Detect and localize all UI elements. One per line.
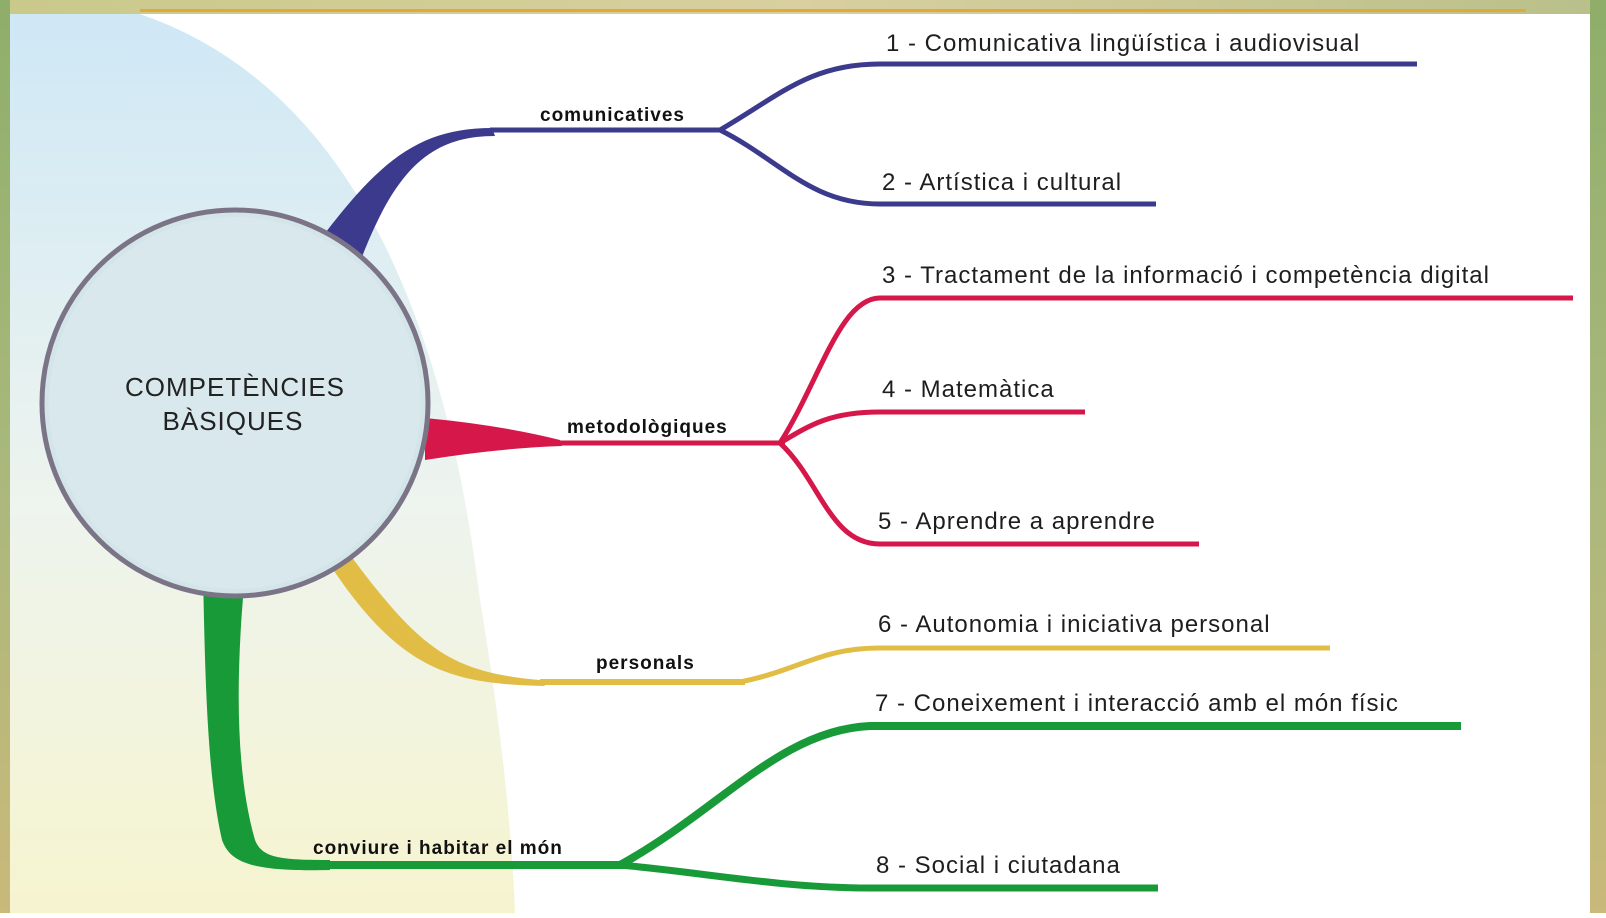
leaf-4-label: 4 - Matemàtica bbox=[882, 376, 1055, 403]
leaf-line-2 bbox=[718, 127, 1156, 207]
center-node: COMPETÈNCIES BÀSIQUES bbox=[39, 207, 431, 599]
center-title-line2: BÀSIQUES bbox=[163, 406, 304, 436]
branch-comunicatives: comunicatives 1 - Comunicativa lingüísti… bbox=[320, 30, 1417, 262]
right-decor-edge bbox=[1590, 0, 1606, 913]
top-orange-line bbox=[140, 9, 1526, 12]
leaf-line-6 bbox=[739, 645, 1330, 685]
leaf-line-5 bbox=[778, 441, 1199, 547]
leaf-1-label: 1 - Comunicativa lingüística i audiovisu… bbox=[886, 30, 1360, 57]
branch-label-comunicatives: comunicatives bbox=[540, 105, 685, 126]
branch-conviure: conviure i habitar el món 7 - Coneixemen… bbox=[203, 575, 1461, 892]
trunk-metodologiques bbox=[425, 418, 562, 460]
leaf-6-label: 6 - Autonomia i iniciativa personal bbox=[878, 611, 1271, 638]
leaf-line-8 bbox=[619, 861, 1158, 892]
leaf-3-label: 3 - Tractament de la informació i compet… bbox=[882, 262, 1490, 289]
leaf-8-label: 8 - Social i ciutadana bbox=[876, 852, 1121, 879]
branch-personals: personals 6 - Autonomia i iniciativa per… bbox=[330, 548, 1330, 686]
branch-metodologiques: metodològiques 3 - Tractament de la info… bbox=[425, 262, 1573, 547]
branch-label-conviure: conviure i habitar el món bbox=[313, 838, 563, 859]
leaf-line-7 bbox=[618, 722, 1461, 869]
center-title-line1: COMPETÈNCIES bbox=[125, 372, 345, 402]
leaf-line-3 bbox=[777, 295, 1573, 445]
branch-label-personals: personals bbox=[596, 653, 695, 674]
leaf-5-label: 5 - Aprendre a aprendre bbox=[878, 508, 1156, 535]
leaf-2-label: 2 - Artística i cultural bbox=[882, 169, 1122, 196]
left-decor-edge bbox=[0, 0, 10, 913]
leaf-line-1 bbox=[718, 61, 1417, 133]
branch-label-metodologiques: metodològiques bbox=[567, 417, 728, 438]
leaf-line-4 bbox=[778, 409, 1085, 446]
leaf-7-label: 7 - Coneixement i interacció amb el món … bbox=[875, 690, 1399, 717]
trunk-personals bbox=[330, 548, 545, 686]
trunk-comunicatives bbox=[320, 128, 495, 262]
center-circle-inner bbox=[49, 217, 421, 589]
trunk-conviure bbox=[203, 575, 330, 871]
